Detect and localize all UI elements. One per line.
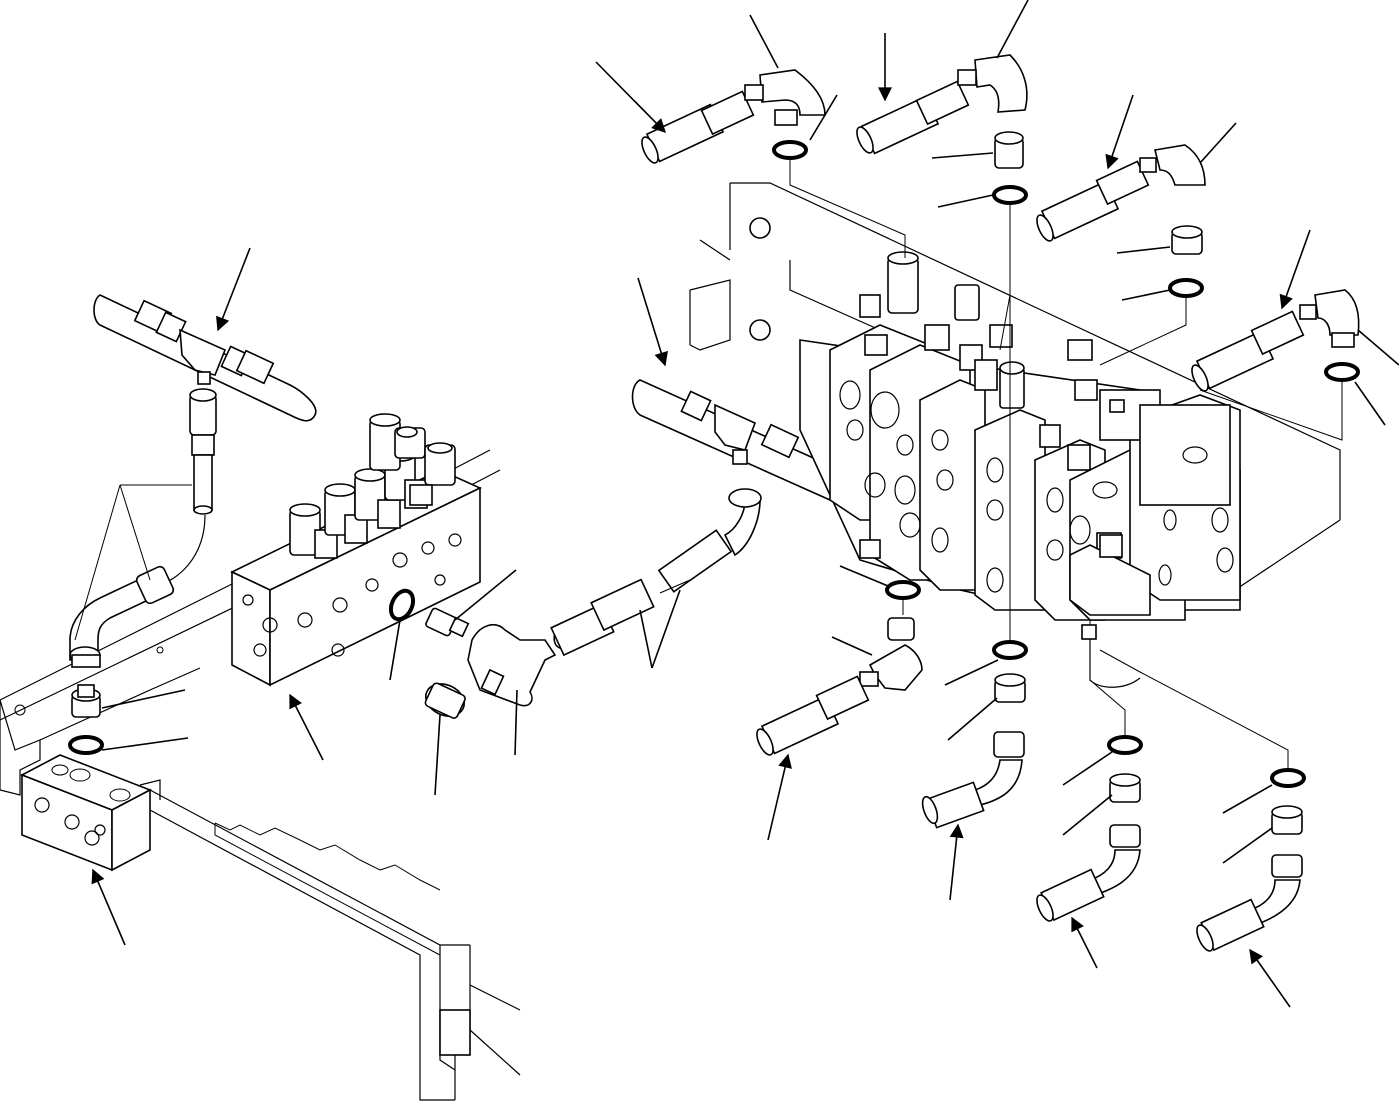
mounting-bracket <box>0 449 521 1101</box>
bottom-center-hose <box>756 675 870 756</box>
bottom-right-adapter <box>1109 773 1141 803</box>
center-plug-cap <box>424 682 466 719</box>
bottom-center-elbow <box>859 617 923 691</box>
center-hose <box>550 488 762 657</box>
top-left-o-ring <box>772 140 808 160</box>
far-bottom-right-hose <box>1196 854 1303 952</box>
top-right-o-ring <box>1168 278 1204 298</box>
left-vertical-hose <box>69 388 217 668</box>
top-right-elbow <box>1139 144 1206 186</box>
far-bottom-right-o-ring <box>1270 768 1306 788</box>
top-center-hose <box>856 80 970 155</box>
upper-frame <box>689 182 1341 601</box>
control-valve-assembly <box>799 251 1241 621</box>
top-right-adapter <box>1171 225 1203 255</box>
junction-block <box>20 754 152 872</box>
top-left-elbow <box>744 69 826 126</box>
bottom-mid-hose <box>921 731 1025 829</box>
top-left-hose <box>641 90 755 164</box>
callout-arrows <box>91 0 1399 1008</box>
solenoid-coil <box>289 413 456 559</box>
small-connector <box>1081 624 1141 688</box>
bottom-mid-adapter <box>994 673 1026 703</box>
top-center-o-ring <box>992 185 1028 205</box>
left-adapter-stack <box>68 684 104 755</box>
top-right-hose <box>1036 160 1150 242</box>
bottom-right-o-ring <box>1107 735 1143 755</box>
bottom-center-o-ring <box>885 580 921 600</box>
bottom-right-hose <box>1036 824 1141 922</box>
center-adapter <box>425 607 470 638</box>
bottom-mid-o-ring <box>992 640 1028 660</box>
center-o-ring <box>388 588 416 622</box>
left-tee-fitting <box>93 294 317 422</box>
o-ring <box>68 735 104 755</box>
top-center-adapter <box>994 131 1024 169</box>
far-right-hose <box>1191 310 1305 392</box>
center-tee-fitting <box>467 624 557 707</box>
far-right-elbow <box>1299 289 1360 348</box>
top-center-elbow <box>957 54 1028 113</box>
solenoid-valve-block <box>230 413 482 687</box>
far-bottom-right-adapter <box>1271 805 1303 835</box>
center-tee-fitting-upper <box>631 379 860 508</box>
far-right-o-ring <box>1324 362 1360 382</box>
